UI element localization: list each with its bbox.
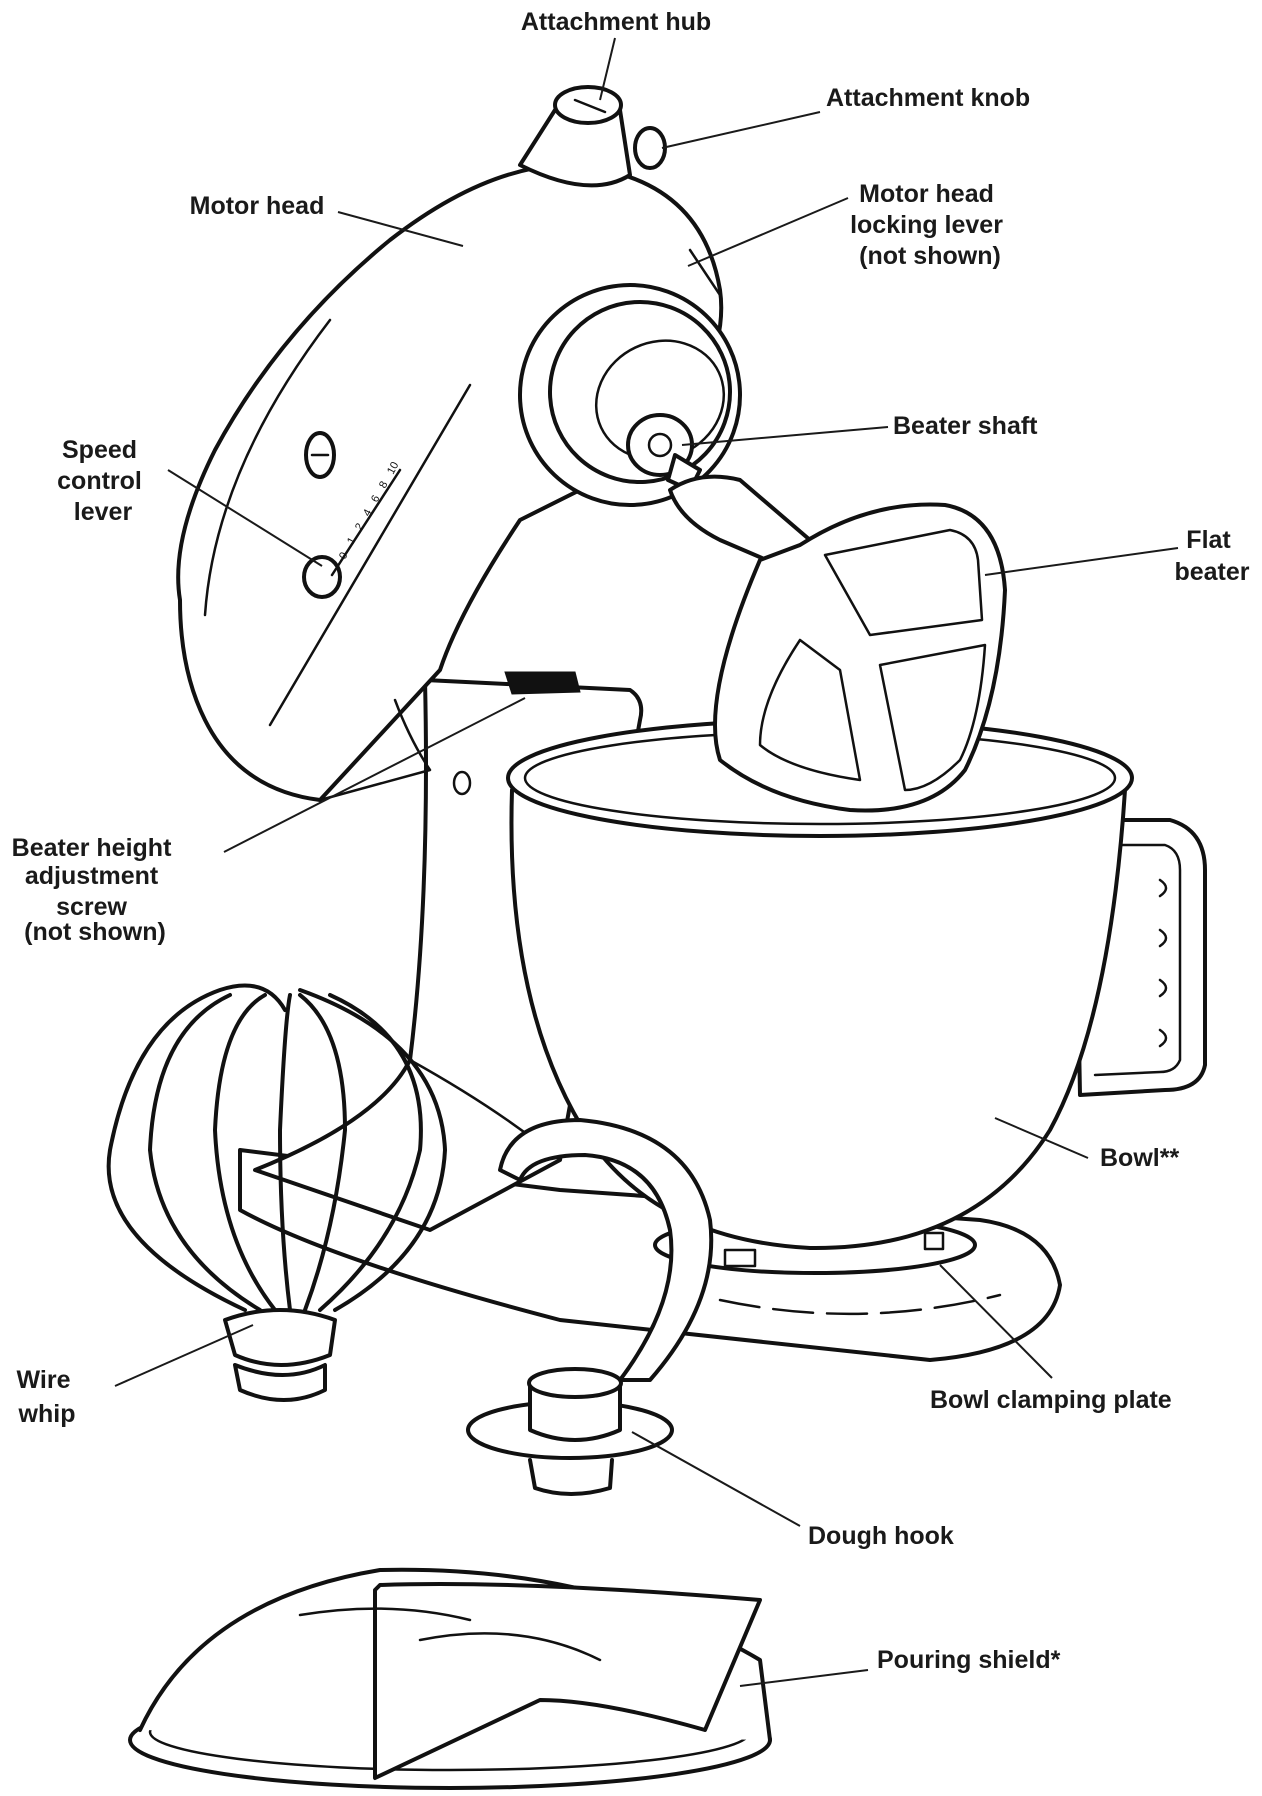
- leader-beater-height: [223, 697, 526, 853]
- speed-mark-4: 4: [361, 507, 374, 518]
- speed-mark-8: 8: [377, 479, 390, 490]
- label-motor-head-locking-lever: Motor head locking lever (not shown): [850, 180, 1010, 270]
- leader-beater-shaft: [681, 426, 889, 446]
- leader-motor-head: [337, 211, 464, 247]
- flat-beater-shape: [668, 474, 1007, 813]
- label-pouring-shield: Pouring shield*: [877, 1646, 1061, 1674]
- beater-shaft-shape: [626, 413, 702, 492]
- pouring-shield-shape: [128, 1567, 772, 1790]
- leader-lines: [114, 37, 1179, 1687]
- leader-flat-beater: [984, 547, 1179, 576]
- callouts: Attachment hub Attachment knob Motor hea…: [12, 8, 1250, 1674]
- speed-lever-knob: [302, 555, 342, 599]
- label-wire-whip: Wire whip: [17, 1366, 78, 1428]
- height-adjust-slot: [504, 671, 581, 695]
- leader-bowl-clamping-plate: [939, 1264, 1053, 1379]
- label-dough-hook: Dough hook: [808, 1522, 954, 1550]
- pedestal-hole: [452, 770, 472, 796]
- leader-attachment-hub: [599, 37, 616, 101]
- leader-attachment-knob: [661, 111, 821, 149]
- dough-hook-shape: [466, 1118, 714, 1496]
- mixer-illustration: 0 1 2 4 6 8 10: [106, 85, 1207, 1790]
- speed-mark-0: 0: [337, 550, 350, 561]
- label-flat-beater: Flat beater: [1174, 526, 1249, 586]
- label-bowl-clamping-plate: Bowl clamping plate: [930, 1386, 1172, 1414]
- label-attachment-hub: Attachment hub: [521, 8, 711, 36]
- speed-mark-1: 1: [345, 535, 358, 546]
- label-attachment-knob: Attachment knob: [826, 84, 1030, 112]
- leader-pouring-shield: [739, 1669, 869, 1687]
- label-bowl: Bowl**: [1100, 1144, 1179, 1172]
- leader-locking-lever: [687, 197, 849, 267]
- label-beater-height-screw: Beater height adjustment screw (not show…: [12, 834, 179, 946]
- speed-mark-2: 2: [353, 521, 366, 532]
- leader-speed-control: [167, 469, 323, 567]
- leader-dough-hook: [631, 1431, 801, 1527]
- speed-mark-6: 6: [369, 493, 382, 504]
- label-beater-shaft: Beater shaft: [893, 412, 1038, 440]
- label-speed-control-lever: Speed control lever: [57, 436, 149, 526]
- wire-whip-shape: [106, 983, 447, 1402]
- speed-mark-10: 10: [385, 460, 401, 476]
- attachment-knob-shape: [633, 126, 667, 170]
- speed-scale: 0 1 2 4 6 8 10: [337, 460, 401, 561]
- leader-wire-whip: [114, 1324, 254, 1387]
- label-motor-head: Motor head: [190, 192, 325, 220]
- leader-bowl: [994, 1117, 1089, 1159]
